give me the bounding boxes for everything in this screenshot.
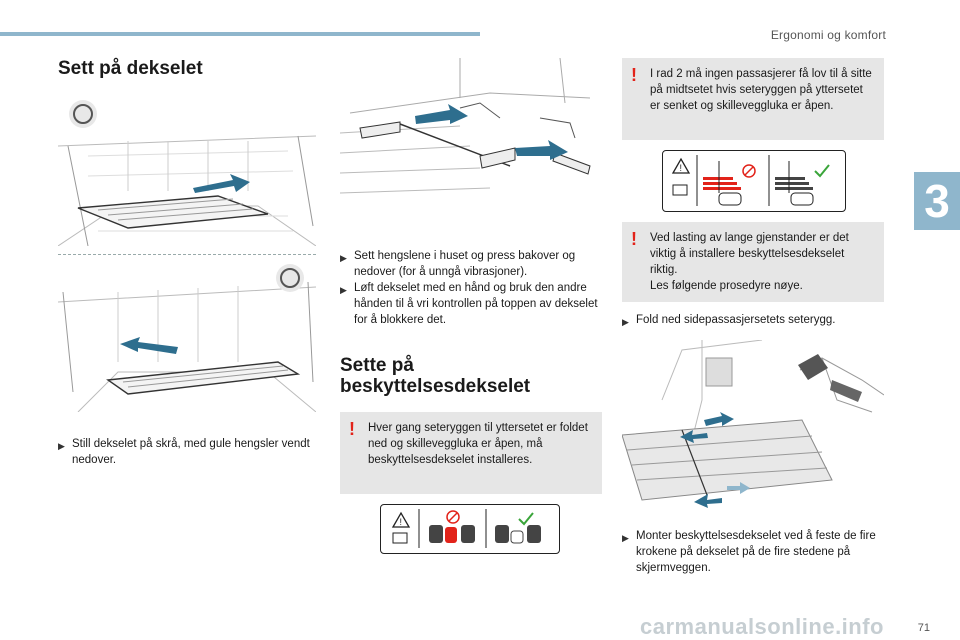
page-number: 71 xyxy=(917,622,930,634)
warning-text: Les følgende prosedyre nøye. xyxy=(650,280,803,292)
figure-divider xyxy=(58,254,316,255)
step-text: Monter beskyttelsesdekselet ved å feste … xyxy=(636,530,876,574)
watermark-text: carmanualsonline.info xyxy=(640,614,884,639)
step-text: Løft dekselet med en hånd og bruk den an… xyxy=(354,282,598,326)
warning-text: Ved lasting av lange gjenstander er det … xyxy=(650,232,849,276)
section-title: Ergonomi og komfort xyxy=(770,28,886,42)
illustration-mount-cover xyxy=(622,340,884,518)
chapter-tab: 3 xyxy=(914,172,960,230)
heading-line: Sette på xyxy=(340,355,414,376)
warning-box-long-objects: ! Ved lasting av lange gjenstander er de… xyxy=(622,222,884,302)
header-bar xyxy=(0,32,480,36)
step-tilt-cover: ▶ Still dekselet på skrå, med gule hengs… xyxy=(58,436,316,468)
pictogram-seat-warning: ! xyxy=(380,504,560,554)
heading-sette-pa-beskyttelsesdekselet: Sette på beskyttelsesdekselet xyxy=(340,355,580,397)
step-text: Still dekselet på skrå, med gule hengsle… xyxy=(72,438,310,466)
bullet-marker: ▶ xyxy=(58,441,65,451)
pictogram-long-load: ! xyxy=(662,150,846,212)
svg-text:!: ! xyxy=(680,163,683,173)
bullet-marker: ▶ xyxy=(622,533,629,543)
step-mount-hooks: ▶ Monter beskyttelsesdekselet ved å fest… xyxy=(622,528,884,576)
heading-sett-pa-dekselet: Sett på dekselet xyxy=(58,58,203,79)
illustration-cover-placed xyxy=(58,262,316,412)
warning-icon: ! xyxy=(631,65,637,85)
step-fold-seatback: ▶ Fold ned sidepassasjersetets seterygg. xyxy=(622,312,884,330)
warning-text: Hver gang seteryggen til yttersetet er f… xyxy=(368,422,588,466)
step-lift-and-lock: ▶ Løft dekselet med en hånd og bruk den … xyxy=(340,280,602,328)
warning-box-middle-seat: ! I rad 2 må ingen passasjerer få lov ti… xyxy=(622,58,884,140)
illustration-hinges xyxy=(340,58,600,236)
bullet-marker: ▶ xyxy=(622,317,629,327)
warning-icon: ! xyxy=(631,229,637,249)
warning-icon: ! xyxy=(349,419,355,439)
heading-line: beskyttelsesdekselet xyxy=(340,376,531,397)
svg-text:!: ! xyxy=(400,517,403,527)
step-insert-hinges: ▶ Sett hengslene i huset og press bakove… xyxy=(340,248,602,280)
step-text: Sett hengslene i huset og press bakover … xyxy=(354,250,576,278)
step-text: Fold ned sidepassasjersetets seterygg. xyxy=(636,314,836,326)
bullet-marker: ▶ xyxy=(340,253,347,263)
warning-text: I rad 2 må ingen passasjerer få lov til … xyxy=(650,68,872,112)
illustration-cover-tilted xyxy=(58,96,316,246)
bullet-marker: ▶ xyxy=(340,285,347,295)
warning-box-install: ! Hver gang seteryggen til yttersetet er… xyxy=(340,412,602,494)
